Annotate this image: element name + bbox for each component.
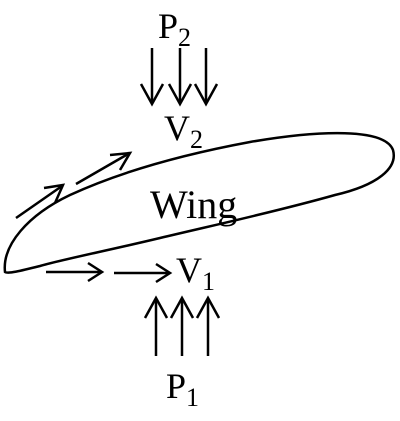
flow-arrow-icon bbox=[15, 183, 66, 220]
flow-arrow-icon bbox=[75, 151, 133, 186]
top-pressure-arrows bbox=[139, 48, 219, 107]
p2-label: P2 bbox=[158, 6, 191, 52]
right-arrow-icon bbox=[114, 262, 173, 284]
wing-outline bbox=[3, 131, 395, 274]
down-arrow-icon bbox=[167, 48, 193, 107]
wing-label: Wing bbox=[150, 182, 237, 227]
lower-flow-arrows bbox=[46, 261, 173, 284]
bottom-pressure-arrows bbox=[143, 295, 221, 356]
up-arrow-icon bbox=[169, 295, 195, 356]
v2-label: V2 bbox=[164, 108, 203, 154]
down-arrow-icon bbox=[193, 48, 219, 107]
right-arrow-icon bbox=[46, 261, 105, 283]
up-arrow-icon bbox=[143, 295, 169, 356]
down-arrow-icon bbox=[139, 48, 165, 107]
v1-label: V1 bbox=[176, 250, 215, 296]
p1-label: P1 bbox=[166, 366, 199, 412]
up-arrow-icon bbox=[195, 295, 221, 356]
upper-flow-arrows bbox=[15, 151, 133, 220]
